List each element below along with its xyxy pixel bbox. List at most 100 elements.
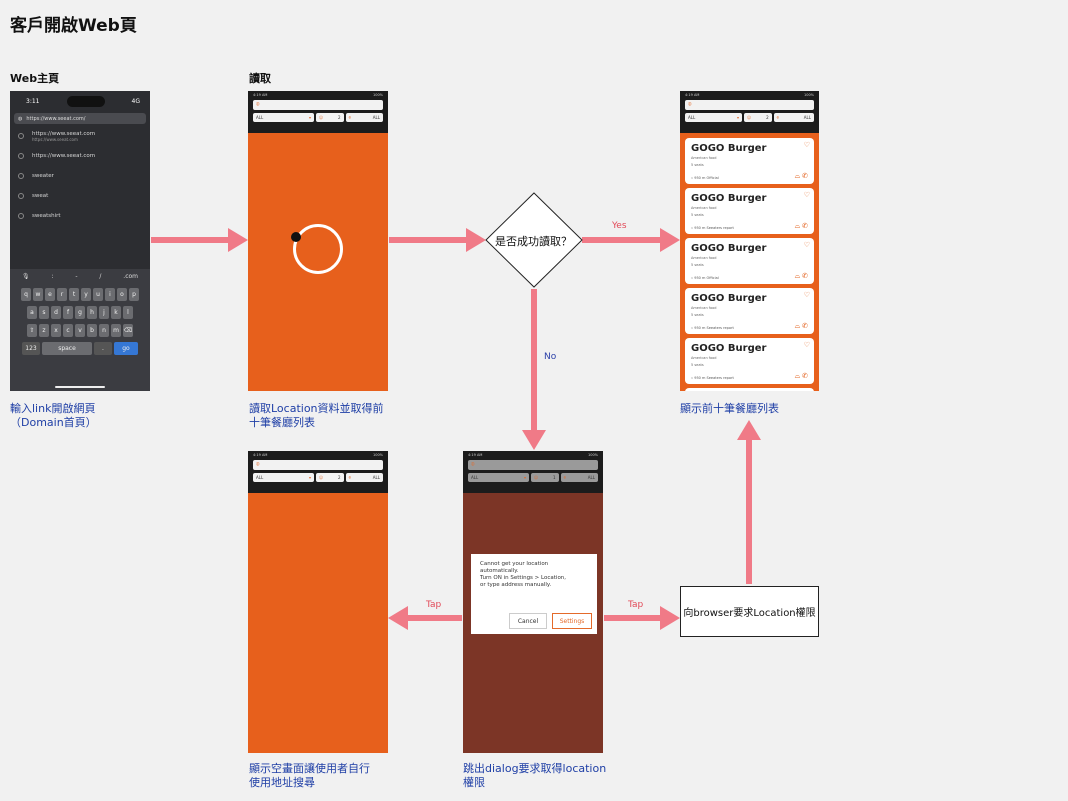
keyboard-key[interactable]: r: [57, 288, 67, 301]
heart-icon[interactable]: ♡: [803, 291, 810, 299]
keyboard-key[interactable]: f: [63, 306, 73, 319]
filter-people[interactable]: ☺2: [315, 473, 344, 482]
status-time: 4:19 AM: [253, 93, 268, 97]
key-123[interactable]: 123: [22, 342, 40, 355]
keyboard-key[interactable]: m: [111, 324, 121, 337]
request-permission-box: 向browser要求Location權限: [680, 586, 819, 637]
suggestion-item[interactable]: sweat: [10, 186, 150, 206]
keyboard-key[interactable]: z: [39, 324, 49, 337]
keyboard-key[interactable]: u: [93, 288, 103, 301]
location-dialog: Cannot get your location automatically. …: [471, 554, 597, 634]
section-label-reading: 讀取: [249, 72, 271, 85]
keyboard-key[interactable]: d: [51, 306, 61, 319]
keyboard-key[interactable]: w: [33, 288, 43, 301]
address-search[interactable]: ⌾: [685, 100, 814, 110]
keyboard-key[interactable]: a: [27, 306, 37, 319]
filter-other[interactable]: ⌾ALL: [773, 113, 814, 122]
home-indicator: [55, 386, 105, 388]
heart-icon[interactable]: ♡: [803, 141, 810, 149]
suggestion-item[interactable]: https://www.seeat.com: [10, 146, 150, 166]
filter-category[interactable]: ALL▾: [253, 113, 314, 122]
keyboard-key[interactable]: j: [99, 306, 109, 319]
action-icons[interactable]: ⌓✆: [795, 322, 810, 331]
key-com[interactable]: .com: [123, 273, 139, 280]
keyboard-key[interactable]: l: [123, 306, 133, 319]
keyboard-key[interactable]: q: [21, 288, 31, 301]
dimmed-overlay: Cannot get your location automatically. …: [463, 493, 603, 753]
suggestion-item[interactable]: sweatshirt: [10, 206, 150, 226]
keyboard-key[interactable]: h: [87, 306, 97, 319]
filter-other[interactable]: ⌾ALL: [345, 113, 383, 122]
restaurant-meta: ⌾ 950 m Official: [691, 176, 719, 180]
keyboard-key[interactable]: t: [69, 288, 79, 301]
restaurant-seats: 5 seats: [691, 262, 704, 267]
keyboard-key[interactable]: g: [75, 306, 85, 319]
keyboard-key[interactable]: p: [129, 288, 139, 301]
mic-icon[interactable]: 🎙: [21, 273, 30, 280]
filter-people[interactable]: ☺2: [315, 113, 344, 122]
restaurant-cuisine: American food: [691, 206, 717, 210]
suggestion-item[interactable]: sweater: [10, 166, 150, 186]
caption-step1: 輸入link開啟網頁 （Domain首頁）: [10, 402, 97, 429]
keyboard-key[interactable]: v: [75, 324, 85, 337]
keyboard-key[interactable]: i: [105, 288, 115, 301]
key-space[interactable]: space: [42, 342, 92, 355]
location-pin-icon: ⌾: [691, 176, 695, 180]
keyboard-key[interactable]: e: [45, 288, 55, 301]
keyboard-key[interactable]: s: [39, 306, 49, 319]
heart-icon[interactable]: ♡: [803, 191, 810, 199]
keyboard-key[interactable]: n: [99, 324, 109, 337]
keyboard-key[interactable]: k: [111, 306, 121, 319]
settings-button[interactable]: Settings: [552, 613, 592, 629]
heart-icon[interactable]: ♡: [803, 341, 810, 349]
filter-category[interactable]: ALL▾: [253, 473, 314, 482]
filter-category[interactable]: ALL▾: [685, 113, 743, 122]
action-icons[interactable]: ⌓✆: [795, 222, 810, 231]
action-icons[interactable]: ⌓✆: [795, 372, 810, 381]
restaurant-seats: 5 seats: [691, 162, 704, 167]
caption-step2: 讀取Location資料並取得前 十筆餐廳列表: [249, 402, 384, 429]
url-bar[interactable]: ◍ https://www.seeat.com/: [14, 113, 146, 124]
address-search[interactable]: ⌾: [253, 460, 383, 470]
keyboard-key[interactable]: b: [87, 324, 97, 337]
action-icons[interactable]: ⌓✆: [795, 172, 810, 181]
location-pin-icon: ⌾: [471, 461, 475, 468]
keyboard-key[interactable]: y: [81, 288, 91, 301]
keyboard-key[interactable]: o: [117, 288, 127, 301]
address-search[interactable]: ⌾: [253, 100, 383, 110]
backspace-key[interactable]: ⌫: [123, 324, 133, 337]
no-label: No: [544, 352, 557, 362]
heart-icon[interactable]: ♡: [803, 241, 810, 249]
cancel-button[interactable]: Cancel: [509, 613, 547, 629]
restaurant-card[interactable]: GOGO Burger⌾ ♡⌓✆: [685, 388, 814, 391]
restaurant-cuisine: American food: [691, 356, 717, 360]
keyboard-key[interactable]: x: [51, 324, 61, 337]
restaurant-name: GOGO Burger: [691, 143, 767, 154]
action-icons[interactable]: ⌓✆: [795, 272, 810, 281]
restaurant-meta: ⌾ 950 m Seeaters report: [691, 376, 734, 380]
location-pin-icon: ⌾: [688, 101, 692, 108]
restaurant-seats: 5 seats: [691, 312, 704, 317]
status-battery: 100%: [372, 453, 383, 457]
shift-key[interactable]: ⇧: [27, 324, 37, 337]
key-dot[interactable]: .: [94, 342, 112, 355]
key-go[interactable]: go: [114, 342, 138, 355]
filter-other[interactable]: ⌾ALL: [345, 473, 383, 482]
spinner-dot: [291, 232, 301, 242]
keyboard-key[interactable]: c: [63, 324, 73, 337]
filter-people[interactable]: ☺2: [744, 113, 772, 122]
status-battery: 100%: [587, 453, 598, 457]
browser-phone: 3:11 4G ◍ https://www.seeat.com/ https:/…: [10, 91, 150, 391]
table-icon: ⌓: [794, 272, 803, 280]
